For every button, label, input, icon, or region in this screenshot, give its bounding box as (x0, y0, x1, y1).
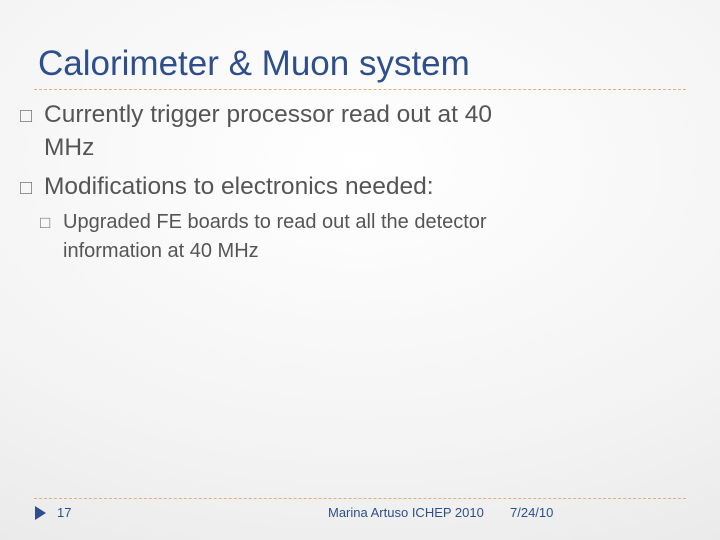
bullet-item: □ Currently trigger processor read out at… (20, 99, 580, 164)
square-bullet-icon: □ (20, 105, 33, 127)
square-bullet-icon: □ (40, 213, 51, 232)
footer-author: Marina Artuso ICHEP 2010 (328, 505, 484, 520)
footer-divider (34, 498, 686, 499)
title-divider (34, 89, 686, 90)
slide-title: Calorimeter & Muon system (38, 44, 470, 83)
page-number: 17 (57, 505, 72, 520)
bullet-text: Modifications to electronics needed: (44, 173, 434, 200)
bullet-text-continuation: MHz (44, 134, 95, 161)
bullet-text: Currently trigger processor read out at … (44, 101, 493, 128)
footer-date: 7/24/10 (510, 505, 554, 520)
sub-bullet-text-continuation: information at 40 MHz (63, 240, 259, 262)
sub-bullet-text: Upgraded FE boards to read out all the d… (63, 211, 487, 233)
square-bullet-icon: □ (20, 177, 33, 199)
play-arrow-icon (35, 506, 46, 520)
bullet-item: □ Modifications to electronics needed: (20, 171, 580, 204)
sub-bullet-item: □ Upgraded FE boards to read out all the … (40, 208, 600, 266)
